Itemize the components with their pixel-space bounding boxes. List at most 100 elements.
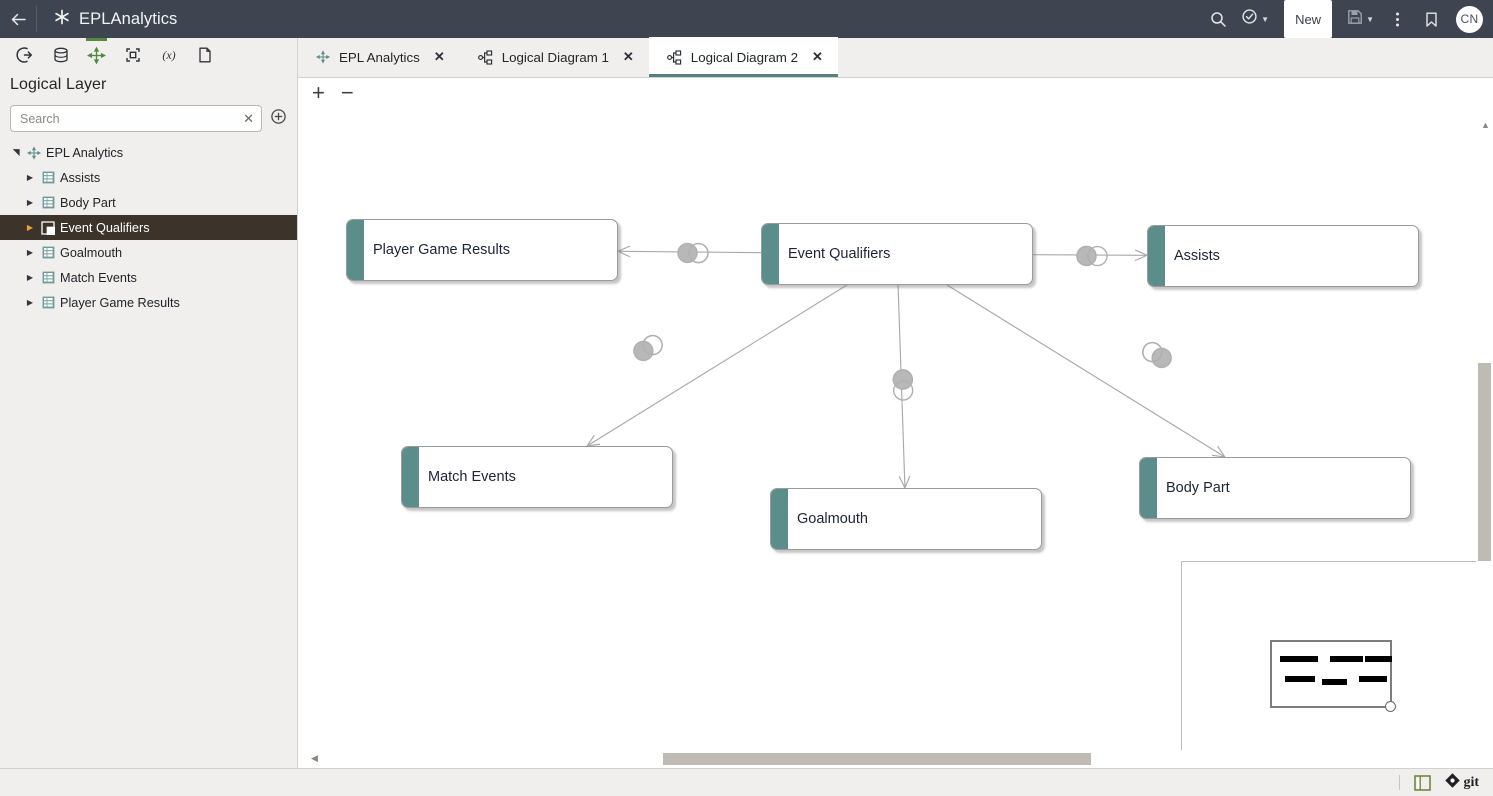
minimap[interactable]	[1181, 561, 1485, 761]
asterisk-logo-icon	[54, 9, 70, 29]
tree-item-player-game-results[interactable]: ▶Player Game Results	[0, 290, 297, 315]
join-marker-right-outer-icon[interactable]	[1139, 339, 1175, 371]
node-accent-bar	[347, 220, 364, 280]
search-icon[interactable]	[1201, 0, 1235, 38]
caret-right-icon[interactable]: ▶	[26, 173, 34, 182]
search-input[interactable]	[18, 110, 240, 127]
close-icon[interactable]: ✕	[433, 49, 445, 64]
join-marker-right-outer-icon[interactable]	[677, 242, 709, 264]
table-icon	[38, 196, 58, 209]
caret-down-icon[interactable]: ◢	[10, 149, 21, 156]
avatar[interactable]: CN	[1456, 5, 1483, 33]
relationship-event-qualifiers-to-assists[interactable]	[1032, 245, 1149, 267]
node-accent-bar	[402, 447, 419, 507]
tree-item-epl-analytics[interactable]: ◢ EPL Analytics	[0, 140, 297, 165]
diagram-surface[interactable]: Player Game Results Event Qualifiers Assis…	[298, 78, 1493, 768]
sidebar-title: Logical Layer	[10, 76, 107, 93]
horizontal-scroll-thumb[interactable]	[663, 753, 1091, 765]
chevron-down-icon: ▼	[1366, 14, 1374, 24]
tree-item-label: EPL Analytics	[46, 145, 124, 160]
tree-item-label: Body Part	[60, 195, 116, 210]
caret-right-icon[interactable]: ▶	[26, 248, 34, 257]
caret-right-icon[interactable]: ▶	[26, 223, 34, 232]
clear-x-icon[interactable]: ✕	[243, 110, 254, 126]
tab-logical-diagram-1[interactable]: Logical Diagram 1 ✕	[460, 37, 649, 77]
git-icon	[1445, 772, 1461, 793]
relationship-event-qualifiers-to-match-events[interactable]	[585, 284, 848, 447]
horizontal-scrollbar[interactable]: ◀	[298, 750, 1493, 768]
join-marker-right-outer-icon[interactable]	[630, 332, 666, 364]
logical-layer-icon[interactable]	[80, 38, 113, 70]
app-brand[interactable]: EPLAnalytics	[54, 9, 177, 29]
tab-bar: EPL Analytics✕Logical Diagram 1✕Logical …	[298, 37, 1493, 78]
tree-item-body-part[interactable]: ▶ Body Part	[0, 190, 297, 215]
diagram-node-assists[interactable]: Assists	[1147, 225, 1419, 287]
tree-item-label: Event Qualifiers	[60, 220, 150, 235]
node-label: Player Game Results	[373, 242, 510, 258]
diagram-node-player-game-results[interactable]: Player Game Results	[346, 219, 618, 281]
tree-item-label: Match Events	[60, 270, 137, 285]
node-label: Assists	[1174, 248, 1220, 264]
close-icon[interactable]: ✕	[811, 49, 823, 64]
panel-toggle-icon[interactable]	[1414, 774, 1432, 791]
close-icon[interactable]: ✕	[622, 49, 634, 64]
relationship-event-qualifiers-to-goalmouth[interactable]	[892, 284, 914, 490]
status-bar: git	[298, 768, 1493, 796]
diagram-node-body-part[interactable]: Body Part	[1139, 457, 1411, 519]
join-marker-left-outer-icon[interactable]	[1076, 245, 1108, 267]
tree-item-assists[interactable]: ▶ Assists	[0, 165, 297, 190]
check-circle-icon	[1241, 8, 1258, 30]
tab-label: Logical Diagram 1	[501, 49, 609, 65]
validate-menu[interactable]: ▼	[1235, 0, 1275, 38]
tab-logical-diagram-2[interactable]: Logical Diagram 2✕	[648, 37, 838, 77]
database-icon[interactable]	[44, 40, 77, 70]
zoom-controls: + −	[312, 82, 354, 104]
zoom-out-button[interactable]: −	[340, 80, 354, 105]
caret-right-icon[interactable]: ▶	[26, 298, 34, 307]
tab-epl-analytics[interactable]: EPL Analytics✕	[298, 37, 460, 77]
physical-layer-icon[interactable]	[116, 40, 149, 70]
minimap-viewport[interactable]	[1270, 640, 1396, 712]
diagram-node-match-events[interactable]: Match Events	[401, 446, 673, 508]
node-accent-bar	[762, 224, 779, 284]
save-menu[interactable]: ▼	[1341, 0, 1380, 38]
scroll-left-icon[interactable]: ◀	[311, 753, 318, 763]
statusbar-left-fill	[0, 768, 298, 796]
vertical-scroll-thumb[interactable]	[1478, 363, 1491, 561]
diagram-canvas[interactable]: + − Player Game Results Event Qualifiers A…	[298, 78, 1493, 768]
node-accent-bar	[1148, 226, 1165, 286]
git-status-item[interactable]: git	[1445, 772, 1479, 793]
table-icon	[38, 271, 58, 284]
new-button[interactable]: New	[1284, 0, 1333, 38]
relationship-event-qualifiers-to-body-part[interactable]	[946, 284, 1227, 458]
save-disk-icon	[1347, 9, 1363, 30]
exit-icon[interactable]	[8, 40, 41, 70]
resize-handle-icon[interactable]	[1385, 701, 1396, 712]
bookmark-icon[interactable]	[1414, 0, 1448, 38]
kebab-menu-icon[interactable]	[1380, 0, 1414, 38]
join-marker-left-outer-icon[interactable]	[892, 369, 914, 401]
scroll-up-icon[interactable]: ▲	[1481, 120, 1490, 130]
tree-item-label: Goalmouth	[60, 245, 123, 260]
variables-icon[interactable]: (x)	[152, 40, 185, 70]
diagram-node-event-qualifiers[interactable]: Event Qualifiers	[761, 223, 1033, 285]
zoom-in-button[interactable]: +	[312, 80, 325, 105]
add-circle-icon[interactable]	[270, 108, 287, 130]
caret-right-icon[interactable]: ▶	[26, 273, 34, 282]
file-icon[interactable]	[188, 40, 221, 70]
node-accent-bar	[1140, 458, 1157, 518]
table-icon	[38, 246, 58, 259]
caret-right-icon[interactable]: ▶	[26, 198, 34, 207]
tree-item-event-qualifiers[interactable]: ▶ Event Qualifiers	[0, 215, 297, 240]
diagram-node-goalmouth[interactable]: Goalmouth	[770, 488, 1042, 550]
tree-item-goalmouth[interactable]: ▶ Goalmouth	[0, 240, 297, 265]
node-label: Goalmouth	[797, 511, 868, 527]
object-tree: ◢ EPL Analytics ▶ Assists ▶ Body Part ▶ Event Q…	[0, 132, 297, 315]
vertical-scrollbar[interactable]: ▲	[1476, 78, 1493, 768]
tree-item-match-events[interactable]: ▶ Match Events	[0, 265, 297, 290]
node-label: Body Part	[1166, 480, 1230, 496]
tree-item-label: Assists	[60, 170, 101, 185]
search-box[interactable]: ✕	[10, 105, 262, 132]
relationship-event-qualifiers-to-player-game-results[interactable]	[616, 242, 762, 264]
back-arrow-icon[interactable]	[0, 0, 36, 38]
